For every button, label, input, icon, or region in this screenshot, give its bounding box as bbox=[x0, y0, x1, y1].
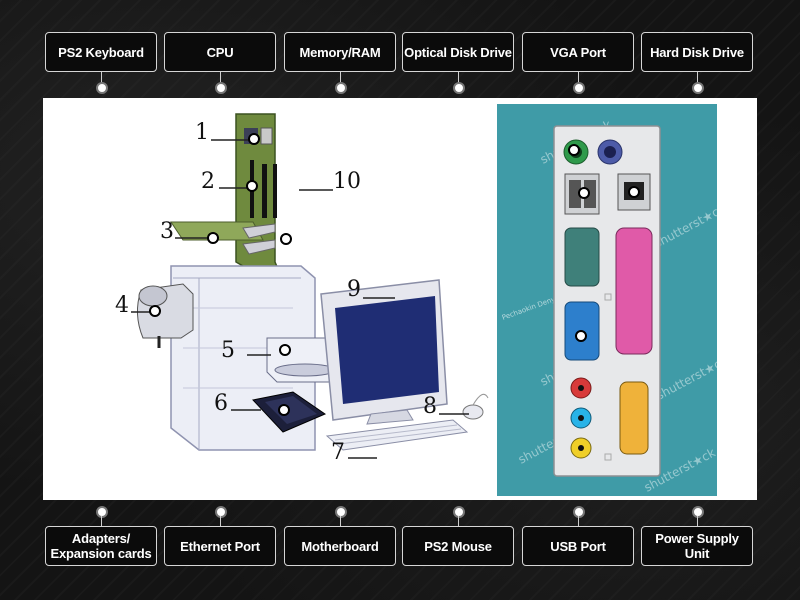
monitor-stand bbox=[366, 409, 414, 425]
number-label: 4 bbox=[115, 293, 129, 318]
number-label: 5 bbox=[221, 338, 235, 363]
hotspot-usb-port[interactable] bbox=[578, 187, 590, 199]
number-label: 6 bbox=[214, 391, 228, 416]
drag-handle-pin[interactable] bbox=[96, 82, 108, 94]
label-memory-ram[interactable]: Memory/RAM bbox=[284, 32, 396, 72]
monitor-screen bbox=[335, 296, 439, 404]
game-port bbox=[619, 381, 649, 455]
drag-handle-pin[interactable] bbox=[573, 506, 585, 518]
parallel-port bbox=[615, 227, 653, 355]
expansion-card bbox=[170, 221, 264, 241]
number-label: 7 bbox=[331, 440, 345, 465]
number-label: 10 bbox=[333, 169, 361, 194]
number-label: 2 bbox=[201, 169, 215, 194]
drag-handle-pin[interactable] bbox=[215, 506, 227, 518]
label-cpu[interactable]: CPU bbox=[164, 32, 276, 72]
keyboard bbox=[325, 419, 469, 451]
hotspot-10[interactable] bbox=[280, 233, 292, 245]
ram-slot bbox=[273, 164, 277, 218]
drag-handle-pin[interactable] bbox=[453, 506, 465, 518]
top-stem bbox=[101, 72, 102, 86]
label-motherboard[interactable]: Motherboard bbox=[284, 526, 396, 566]
label-optical-disk-drive[interactable]: Optical Disk Drive bbox=[402, 32, 514, 72]
label-power-supply-unit[interactable]: Power Supply Unit bbox=[641, 526, 753, 566]
diagram-image: 1 2 3 4 5 6 7 8 9 10 shutterst★ck shutte… bbox=[43, 98, 757, 500]
disc-tray bbox=[274, 363, 336, 377]
top-stem bbox=[220, 72, 221, 86]
hotspot-2[interactable] bbox=[246, 180, 258, 192]
number-label: 3 bbox=[160, 219, 174, 244]
drag-handle-pin[interactable] bbox=[453, 82, 465, 94]
number-label: 9 bbox=[347, 277, 361, 302]
label-vga-port[interactable]: VGA Port bbox=[522, 32, 634, 72]
drag-handle-pin[interactable] bbox=[335, 82, 347, 94]
hotspot-5[interactable] bbox=[279, 344, 291, 356]
drag-handle-pin[interactable] bbox=[573, 82, 585, 94]
label-ethernet-port[interactable]: Ethernet Port bbox=[164, 526, 276, 566]
bottom-stem bbox=[101, 516, 102, 530]
label-hard-disk-drive[interactable]: Hard Disk Drive bbox=[641, 32, 753, 72]
serial-port bbox=[564, 227, 600, 287]
label-ps2-mouse[interactable]: PS2 Mouse bbox=[402, 526, 514, 566]
bottom-stem bbox=[697, 516, 698, 530]
label-usb-port[interactable]: USB Port bbox=[522, 526, 634, 566]
top-stem bbox=[697, 72, 698, 86]
ram-slot bbox=[262, 164, 267, 218]
cpu-cover bbox=[260, 127, 273, 145]
hotspot-6[interactable] bbox=[278, 404, 290, 416]
top-stem bbox=[340, 72, 341, 86]
top-stem bbox=[458, 72, 459, 86]
drag-handle-pin[interactable] bbox=[335, 506, 347, 518]
drag-handle-pin[interactable] bbox=[215, 82, 227, 94]
label-adapters-expansion-cards[interactable]: Adapters/ Expansion cards bbox=[45, 526, 157, 566]
bottom-stem bbox=[458, 516, 459, 530]
bottom-stem bbox=[340, 516, 341, 530]
top-stem bbox=[578, 72, 579, 86]
card-slot bbox=[242, 239, 276, 255]
number-label: 1 bbox=[195, 120, 209, 145]
card-slot bbox=[242, 223, 276, 239]
bottom-stem bbox=[578, 516, 579, 530]
mouse bbox=[462, 404, 484, 420]
hotspot-ethernet-port[interactable] bbox=[628, 186, 640, 198]
hotspot-3[interactable] bbox=[207, 232, 219, 244]
hotspot-vga-port[interactable] bbox=[575, 330, 587, 342]
hotspot-ps2-port[interactable] bbox=[568, 144, 580, 156]
diagram-illustration: 1 2 3 4 5 6 7 8 9 10 shutterst★ck shutte… bbox=[115, 104, 730, 496]
hotspot-4[interactable] bbox=[149, 305, 161, 317]
bottom-stem bbox=[220, 516, 221, 530]
number-label: 8 bbox=[423, 394, 437, 419]
drag-handle-pin[interactable] bbox=[692, 82, 704, 94]
drag-handle-pin[interactable] bbox=[96, 506, 108, 518]
drag-handle-pin[interactable] bbox=[692, 506, 704, 518]
label-ps2-keyboard[interactable]: PS2 Keyboard bbox=[45, 32, 157, 72]
hotspot-1[interactable] bbox=[248, 133, 260, 145]
